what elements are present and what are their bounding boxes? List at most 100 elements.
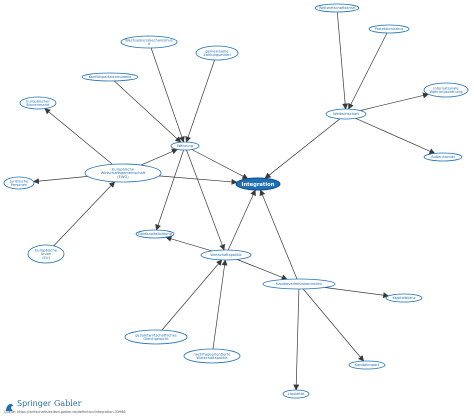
node-shape-liquiditaet[interactable] <box>282 389 310 399</box>
node-label-wirtschaftspolitik: Wirtschaftspolitik <box>210 253 242 257</box>
edge-gesamtwirtschaftliches-gleichgewicht-to-wirtschaftspolitik <box>161 259 223 331</box>
node-label-nachfrageorientierte-wirtschaftspolitik: Wirtschaftspolitik <box>196 356 228 360</box>
node-shape-geldkapitalbildung[interactable] <box>135 229 175 239</box>
edge-wirtschaftspolitik-to-integration <box>227 189 256 251</box>
edge-wirtschaftspolitik-to-kapitalverkehrskontrollen <box>237 259 288 281</box>
node-label-wechselkursmechanismus: Wechselkursmechanismus <box>125 38 173 42</box>
edge-ewg-to-europaeischer-binnenmarkt <box>44 108 113 165</box>
node-label-nachfrageorientierte-wirtschaftspolitik: nachfrageorientierte <box>193 352 231 356</box>
edge-kapitalverkehrskontrollen-to-liquiditaet <box>293 288 300 391</box>
node-label-gemeinsame-zahlungsmittel: Zahlungsmittel <box>203 53 230 57</box>
brand-name: Springer <box>17 399 52 408</box>
edge-konfliktparteienmodelle-to-waehrung <box>114 80 182 143</box>
node-shape-aussenhandel[interactable] <box>423 152 463 162</box>
node-label-kapitalbilanz: Kapitalbilanz <box>392 296 415 300</box>
node-shape-ewg[interactable] <box>84 163 162 183</box>
edge-gemeinsame-zahlungsmittel-to-waehrung <box>185 59 215 143</box>
edge-ewg-to-waehrung <box>141 148 178 166</box>
node-label-integration: Integration <box>242 182 275 188</box>
node-kapitalimport[interactable]: Kapitalimport <box>348 360 386 370</box>
edge-weltwirtschaftskrise-to-weltwirtschaft <box>336 11 349 110</box>
node-shape-europaeische-union[interactable] <box>27 244 65 264</box>
node-shape-weltwirtschaft[interactable] <box>325 108 367 120</box>
edge-weltwirtschaft-to-integration <box>264 118 341 179</box>
edge-ewg-to-integration <box>158 175 238 185</box>
node-shape-integration[interactable] <box>235 177 281 191</box>
node-label-protektionismus: Protektionismus <box>375 27 404 31</box>
node-label-europaeischer-binnenmarkt: Binnenmarkt <box>26 103 50 107</box>
node-liquiditaet[interactable]: Liquidität <box>282 389 310 399</box>
footer: Springer Gabler Quelle: https://wirtscha… <box>4 398 304 418</box>
node-label-europaeische-union: (EU) <box>42 256 50 260</box>
edge-europaeische-union-to-ewg <box>53 181 116 247</box>
node-label-gesamtwirtschaftliches-gleichgewicht: gesamtwirtschaftliches <box>135 333 177 337</box>
node-shape-gemeinsame-zahlungsmittel[interactable] <box>195 45 239 61</box>
edge-wirtschaftspolitik-to-geldkapitalbildung <box>165 235 213 252</box>
node-kapitalbilanz[interactable]: Kapitalbilanz <box>385 293 423 303</box>
edge-protektionismus-to-weltwirtschaft <box>348 32 388 110</box>
node-wirtschaftspolitik[interactable]: Wirtschaftspolitik <box>200 249 252 261</box>
node-shape-konfliktparteienmodelle[interactable] <box>81 72 139 82</box>
node-label-kapitalimport: Kapitalimport <box>355 363 380 367</box>
node-label-wechselkursmechanismus: II <box>148 42 150 46</box>
node-integration[interactable]: Integration <box>235 177 281 191</box>
node-shape-wechselkursmechanismus[interactable] <box>120 35 178 49</box>
node-label-ewg: Wirtschaftsgemeinschaft <box>101 171 146 175</box>
node-waehrung[interactable]: Währung <box>170 141 200 151</box>
edge-kapitalverkehrskontrollen-to-integration <box>259 189 298 280</box>
node-shape-kapitalverkehrskontrollen[interactable] <box>262 278 336 290</box>
node-shape-internationale-waehrungsordnung[interactable] <box>423 82 469 98</box>
edge-kapitalverkehrskontrollen-to-kapitalimport <box>302 288 365 362</box>
node-label-waehrung: Währung <box>177 144 193 148</box>
node-label-internationale-waehrungsordnung: Internationale <box>433 86 459 90</box>
node-shape-waehrung[interactable] <box>170 141 200 151</box>
node-weltwirtschaft[interactable]: Weltwirtschaft <box>325 108 367 120</box>
node-shape-gesamtwirtschaftliches-gleichgewicht[interactable] <box>124 329 188 345</box>
node-label-gemeinsame-zahlungsmittel: gemeinsame <box>205 49 229 53</box>
node-kapitalverkehrskontrollen[interactable]: Kapitalverkehrskontrollen <box>262 278 336 290</box>
node-aussenhandel[interactable]: Außenhandel <box>423 152 463 162</box>
node-shape-weltwirtschaftskrise[interactable] <box>314 3 360 13</box>
node-label-europaeische-union: Europäische <box>35 248 58 252</box>
node-geldkapitalbildung[interactable]: Geldkapitalbildung <box>135 229 175 239</box>
node-shape-wirtschaftspolitik[interactable] <box>200 249 252 261</box>
edge-waehrung-to-wirtschaftspolitik <box>186 149 226 251</box>
node-protektionismus[interactable]: Protektionismus <box>368 24 410 34</box>
springer-horse-icon <box>4 398 15 411</box>
springer-gabler-logo[interactable]: Springer Gabler <box>4 398 81 411</box>
edge-weltwirtschaft-to-internationale-waehrungsordnung <box>360 92 429 111</box>
node-shape-kapitalimport[interactable] <box>348 360 386 370</box>
edge-weltwirtschaft-to-aussenhandel <box>355 118 436 154</box>
node-label-kapitalverkehrskontrollen: Kapitalverkehrskontrollen <box>276 282 322 286</box>
node-konfliktparteienmodelle[interactable]: Konfliktparteienmodelle <box>81 72 139 82</box>
edge-kapitalverkehrskontrollen-to-kapitalbilanz <box>324 287 390 299</box>
edge-nachfrageorientierte-wirtschaftspolitik-to-wirtschaftspolitik <box>212 259 228 350</box>
edge-waehrung-to-geldkapitalbildung <box>155 149 184 231</box>
node-shape-protektionismus[interactable] <box>368 24 410 34</box>
node-label-aussenhandel: Außenhandel <box>431 155 455 159</box>
node-label-konfliktparteienmodelle: Konfliktparteienmodelle <box>89 75 133 79</box>
node-weltwirtschaftskrise[interactable]: Weltwirtschaftskrise <box>314 3 360 13</box>
node-label-weltwirtschaftskrise: Weltwirtschaftskrise <box>319 6 356 10</box>
edge-wechselkursmechanismus-to-waehrung <box>150 47 185 143</box>
node-label-juristische-personen: Personen <box>11 183 28 187</box>
node-label-europaeischer-binnenmarkt: Europäischer <box>26 99 50 103</box>
node-shape-nachfrageorientierte-wirtschaftspolitik[interactable] <box>183 348 241 364</box>
node-shape-kapitalbilanz[interactable] <box>385 293 423 303</box>
node-label-ewg: Europäische <box>112 167 135 171</box>
node-shape-juristische-personen[interactable] <box>3 176 35 190</box>
node-label-europaeische-union: Union <box>41 252 51 256</box>
node-shape-europaeischer-binnenmarkt[interactable] <box>19 96 57 110</box>
node-label-weltwirtschaft: Weltwirtschaft <box>333 112 359 116</box>
node-label-ewg: (EWG) <box>117 175 129 179</box>
